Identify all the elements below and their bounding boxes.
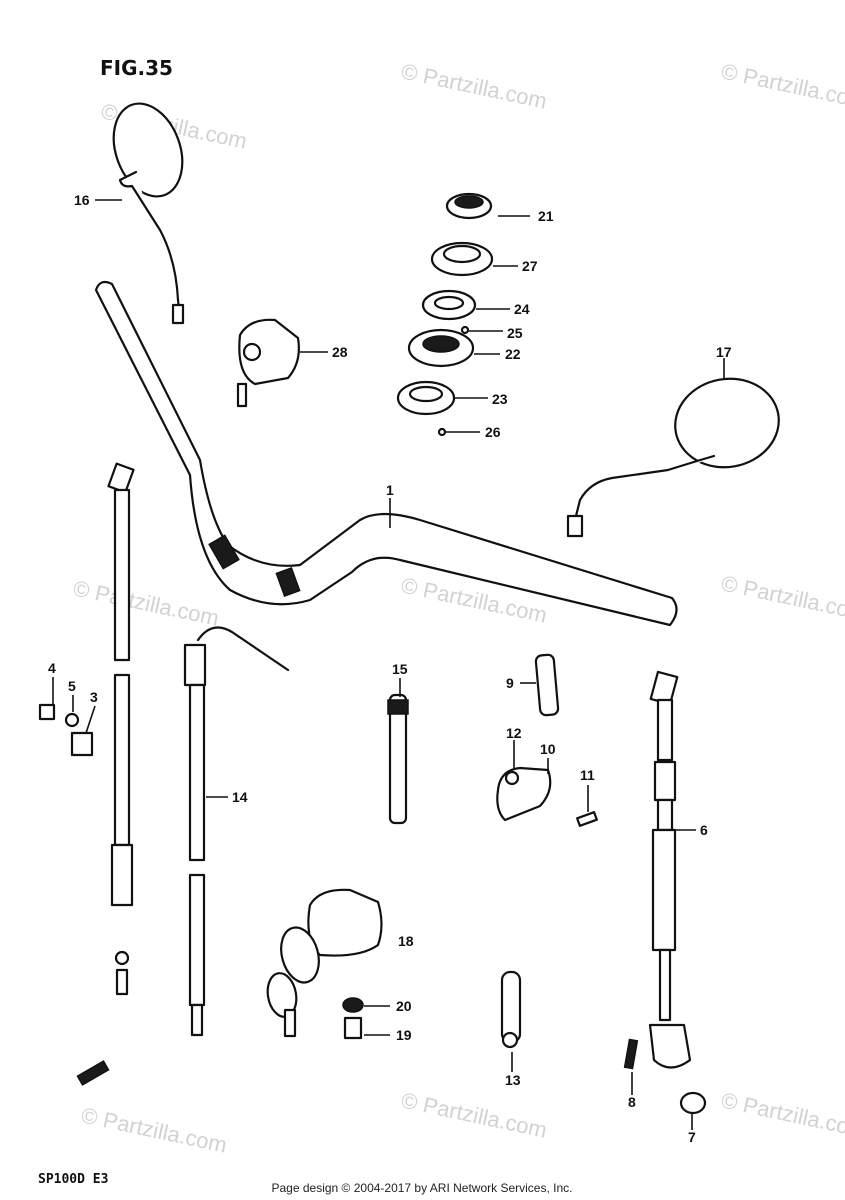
callout-26: 26 (485, 424, 501, 440)
callout-10: 10 (540, 741, 556, 757)
callout-5: 5 (68, 678, 76, 694)
watermark: © Partzilla.com (719, 570, 845, 625)
steering-bearing-stack (396, 192, 494, 437)
callout-20: 20 (396, 998, 412, 1014)
footer-copyright: Page design © 2004-2017 by ARI Network S… (271, 1181, 572, 1195)
watermark: © Partzilla.com (399, 58, 549, 113)
callout-27: 27 (522, 258, 538, 274)
figure-title: FIG.35 (100, 56, 173, 80)
watermark: © Partzilla.com (719, 58, 845, 113)
callout-12: 12 (506, 725, 522, 741)
callout-9: 9 (506, 675, 514, 691)
callout-13: 13 (505, 1072, 521, 1088)
band-15 (387, 693, 409, 825)
watermark: © Partzilla.com (71, 575, 221, 630)
callout-17: 17 (716, 344, 732, 360)
callout-22: 22 (505, 346, 521, 362)
callout-18: 18 (398, 933, 414, 949)
callout-1: 1 (386, 482, 394, 498)
callout-11: 11 (580, 767, 595, 783)
callout-21: 21 (538, 208, 554, 224)
handlebar-1 (94, 280, 678, 627)
ignition-switch-18 (266, 888, 383, 1040)
strap-13 (500, 970, 522, 1049)
watermarks: © Partzilla.com © Partzilla.com © Partzi… (71, 58, 845, 1157)
forward-arrow-mark (76, 1060, 110, 1086)
leader-lines (52, 199, 725, 1130)
cable-left-assembly (107, 462, 135, 996)
callout-19: 19 (396, 1027, 412, 1043)
watermark: © Partzilla.com (399, 1087, 549, 1142)
clamp-parts-3-4-5 (38, 703, 94, 757)
callout-16: 16 (74, 192, 90, 208)
callout-8: 8 (628, 1094, 636, 1110)
callout-3: 3 (90, 689, 98, 705)
callout-labels: 16 21 27 24 25 22 23 26 28 17 1 14 15 9 … (48, 192, 732, 1145)
throttle-cable-6 (623, 670, 707, 1115)
callout-14: 14 (232, 789, 248, 805)
callout-4: 4 (48, 660, 56, 676)
callout-15: 15 (392, 661, 408, 677)
clutch-cable-14 (183, 626, 290, 1037)
callout-23: 23 (492, 391, 508, 407)
callout-7: 7 (688, 1129, 696, 1145)
callout-6: 6 (700, 822, 708, 838)
holder-parts-9-10-11-12 (496, 653, 598, 827)
watermark: © Partzilla.com (79, 1102, 229, 1157)
watermark: © Partzilla.com (719, 1087, 845, 1142)
mirror-left-16 (112, 102, 185, 325)
callout-24: 24 (514, 301, 530, 317)
switch-28 (236, 318, 300, 408)
callout-25: 25 (507, 325, 523, 341)
callout-28: 28 (332, 344, 348, 360)
model-code: SP100D E3 (38, 1172, 108, 1187)
mirror-right-17 (566, 377, 780, 538)
